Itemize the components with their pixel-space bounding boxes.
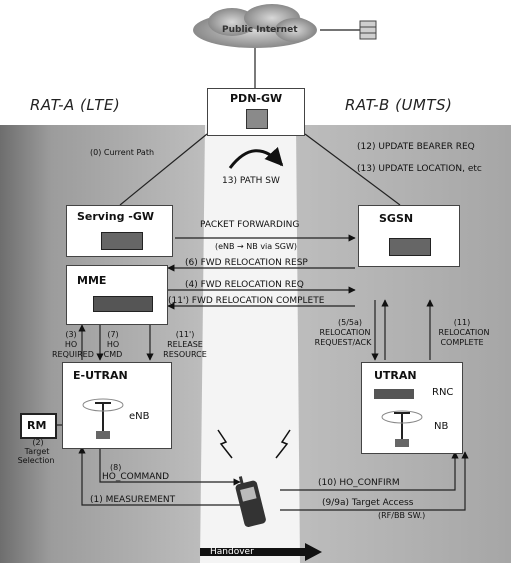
msg-11r-num: (11') bbox=[175, 330, 195, 339]
msg-7-l1: HO bbox=[106, 340, 120, 349]
msg-1-measurement: (1) MEASUREMENT bbox=[90, 495, 176, 505]
msg-3-l2: REQUIRED bbox=[52, 350, 94, 359]
msg-2-l2: Selection bbox=[17, 456, 55, 465]
utran-node[interactable]: UTRAN RNC NB bbox=[361, 362, 463, 454]
handover-corridor bbox=[200, 125, 300, 563]
msg-7-num: (7) bbox=[107, 330, 119, 339]
msg-6-fwd-relocation-resp: (6) FWD RELOCATION RESP bbox=[185, 258, 308, 268]
msg-packet-forwarding-sub: (eNB → NB via SGW) bbox=[215, 242, 298, 251]
e-utran-node[interactable]: E-UTRAN eNB bbox=[62, 362, 172, 449]
cloud-label: Public Internet bbox=[222, 25, 298, 35]
msg-2-num: (2) bbox=[32, 438, 44, 447]
mobile-phone-icon bbox=[235, 476, 266, 527]
server-rack-icon bbox=[389, 238, 431, 256]
handover-label: Handover bbox=[210, 547, 254, 557]
msg-11r-l2: RESOURCE bbox=[163, 350, 207, 359]
msg-12-update-bearer: (12) UPDATE BEARER REQ bbox=[357, 142, 475, 152]
cloud-icon bbox=[193, 4, 317, 48]
msg-5-l1: RELOCATION bbox=[319, 328, 371, 337]
radio-link-left bbox=[217, 429, 233, 459]
serving-gw-node[interactable]: Serving -GW bbox=[66, 205, 173, 257]
msg-8-ho-command: HO_COMMAND bbox=[102, 472, 170, 482]
msg-packet-forwarding: PACKET FORWARDING bbox=[200, 220, 300, 230]
pdn-gw-label: PDN-GW bbox=[230, 92, 283, 105]
rat-b-label: RAT-B (UMTS) bbox=[345, 96, 453, 114]
msg-3-num: (3) bbox=[65, 330, 77, 339]
rnc-hardware-icon bbox=[374, 389, 414, 399]
antenna-icon bbox=[381, 410, 423, 447]
msg-11-l1: RELOCATION bbox=[438, 328, 490, 337]
mme-node[interactable]: MME bbox=[66, 265, 168, 325]
server-rack-icon bbox=[101, 232, 143, 250]
rat-a-label: RAT-A (LTE) bbox=[30, 96, 121, 114]
msg-7-l2: CMD bbox=[103, 350, 123, 359]
msg-4-fwd-relocation-req: (4) FWD RELOCATION REQ bbox=[185, 280, 304, 290]
msg-8-num: (8) bbox=[110, 463, 122, 472]
mme-label: MME bbox=[77, 274, 107, 287]
msg-9-target-access-sub: (RF/BB SW.) bbox=[378, 511, 426, 520]
sgsn-node[interactable]: SGSN bbox=[358, 205, 460, 267]
rnc-label: RNC bbox=[432, 387, 454, 398]
sgsn-label: SGSN bbox=[379, 212, 414, 225]
msg-11-fwd-relocation-complete: (11') FWD RELOCATION COMPLETE bbox=[168, 296, 325, 306]
nb-label: NB bbox=[434, 421, 449, 432]
rm-node[interactable]: RM bbox=[20, 413, 57, 439]
rm-label: RM bbox=[27, 419, 47, 432]
msg-11-num: (11) bbox=[453, 318, 471, 327]
mme-hardware-icon bbox=[93, 296, 153, 312]
msg-11-l2: COMPLETE bbox=[440, 338, 484, 347]
msg-11r-l1: RELEASE bbox=[167, 340, 203, 349]
utran-label: UTRAN bbox=[374, 369, 417, 382]
msg-9-target-access: (9/9a) Target Access bbox=[322, 498, 414, 508]
enb-label: eNB bbox=[129, 411, 150, 422]
e-utran-label: E-UTRAN bbox=[73, 369, 128, 382]
msg-3-l1: HO bbox=[64, 340, 78, 349]
gateway-icon bbox=[246, 109, 268, 129]
msg-0-current-path: (0) Current Path bbox=[90, 148, 155, 157]
radio-link-right bbox=[275, 429, 291, 459]
handover-arrow bbox=[200, 543, 322, 561]
msg-13-update-location: (13) UPDATE LOCATION, etc bbox=[357, 164, 482, 174]
msg-path-switch: 13) PATH SW bbox=[222, 176, 280, 186]
msg-10-ho-confirm: (10) HO_CONFIRM bbox=[318, 478, 400, 488]
pdn-gw-node[interactable]: PDN-GW bbox=[207, 88, 305, 136]
msg-5-num: (5/5a) bbox=[337, 318, 363, 327]
msg-5-l2: REQUEST/ACK bbox=[314, 338, 372, 347]
server-icon bbox=[359, 20, 377, 40]
serving-gw-label: Serving -GW bbox=[77, 210, 155, 223]
antenna-icon bbox=[82, 398, 124, 439]
msg-2-l1: Target bbox=[24, 447, 50, 456]
